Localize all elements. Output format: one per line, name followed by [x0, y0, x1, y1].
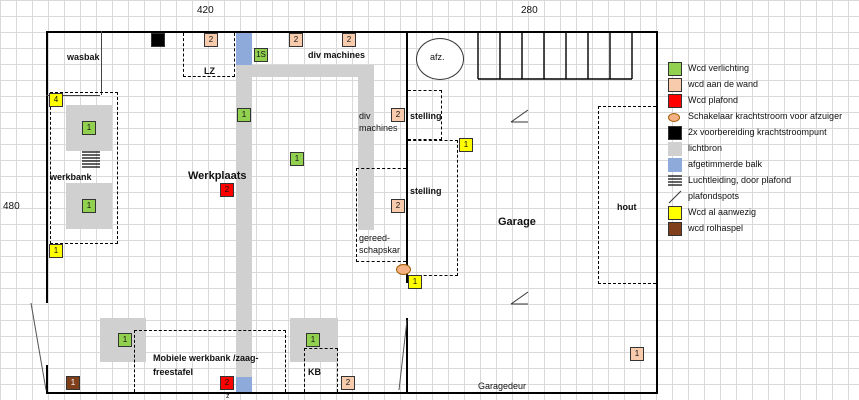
afzuiger-circle — [416, 38, 464, 80]
gereedschapskar-label: gereed- schapskar — [359, 233, 401, 255]
legend-label: afgetimmerde balk — [688, 159, 763, 169]
afzuiger-label: afz. — [430, 52, 445, 62]
wcd-verlichting-werkbank-top: 1 — [82, 121, 96, 135]
wasbak-label: wasbak — [67, 52, 100, 62]
wcd-verlichting-kb: 1 — [306, 333, 320, 347]
legend-label: Wcd verlichting — [688, 63, 750, 73]
dimension-left: 480 — [3, 201, 20, 212]
wall-middle-upper — [406, 31, 408, 283]
wasbak-divider — [46, 95, 100, 96]
wcd-verlichting-mobiele: 1 — [118, 333, 132, 347]
wall-right — [656, 31, 658, 394]
kb-area — [304, 348, 338, 392]
wcd-aanwezig-left: 1 — [49, 244, 63, 258]
wcd-wall-machines-side: 2 — [391, 199, 405, 213]
garage-label: Garage — [498, 216, 536, 228]
wall-left-upper — [46, 31, 48, 303]
werkplaats-label: Werkplaats — [188, 170, 247, 182]
wall-left-lower — [46, 365, 48, 394]
legend-swatch — [668, 142, 682, 156]
schakelaar-afzuiger — [396, 264, 411, 275]
wcd-rolhaspel: 1 — [66, 376, 80, 390]
door-swing-middle — [398, 319, 408, 391]
wcd-wall-stelling: 2 — [391, 108, 405, 122]
lichtbron-machines — [358, 65, 374, 230]
wall-middle-lower — [406, 318, 408, 394]
wcd-aanwezig-wasbak: 4 — [49, 93, 63, 107]
wcd-wall-kb: 2 — [341, 376, 355, 390]
bottom-marker: z — [226, 393, 230, 400]
door-swing-left — [30, 302, 47, 391]
legend-swatch — [668, 62, 682, 76]
legend-swatch — [668, 113, 680, 122]
wall-top — [46, 31, 658, 33]
legend-label: wcd rolhaspel — [688, 223, 744, 233]
gereedschapskar-area — [356, 168, 406, 262]
wcd-verlichting-center-1: 1 — [237, 108, 251, 122]
krachtstroom-box — [151, 33, 165, 47]
legend-swatch — [668, 158, 682, 172]
legend-swatch — [668, 206, 682, 220]
stelling-mid-label: stelling — [410, 186, 442, 196]
hout-area — [598, 106, 656, 284]
legend-label: Luchtleiding, door plafond — [688, 175, 792, 185]
wcd-aanwezig-garage-mid: 1 — [408, 275, 422, 289]
garagedeur-label: Garagedeur — [478, 381, 527, 391]
lichtbron-horizontal — [252, 65, 374, 77]
legend-label: plafondspots — [688, 191, 740, 201]
kb-label: KB — [308, 367, 321, 377]
wcd-verlichting-center-2: 1 — [290, 152, 304, 166]
legend-label: 2x voorbereiding krachtstroompunt — [688, 127, 827, 137]
legend-luchtleiding-icon — [668, 175, 682, 186]
wall-bottom — [46, 392, 658, 394]
wcd-plafond-bottom: 2 — [220, 376, 234, 390]
legend-label: wcd aan de wand — [688, 79, 759, 89]
legend-swatch — [668, 94, 682, 108]
stelling-mid-area — [408, 140, 458, 276]
wcd-wall-machines-1: 2 — [289, 33, 303, 47]
legend-label: Schakelaar krachtstroom voor afzuiger — [688, 111, 843, 121]
legend-plafondspot-icon — [668, 190, 682, 204]
lz-area — [183, 33, 235, 77]
legend-label: lichtbron — [688, 143, 723, 153]
luchtleiding-icon — [82, 151, 100, 168]
wcd-wall-machines-2: 2 — [342, 33, 356, 47]
wcd-wall-lz: 2 — [204, 33, 218, 47]
mobiele-werkbank-area — [134, 330, 286, 392]
div-machines-side-label: div machines — [359, 111, 398, 133]
wcd-plafond-center: 2 — [220, 183, 234, 197]
legend-swatch — [668, 126, 682, 140]
werkbank-label: werkbank — [50, 172, 92, 182]
legend-swatch — [668, 78, 682, 92]
lz-label: LZ — [204, 66, 215, 76]
plafondspot-bottom — [510, 291, 529, 305]
legend-label: Wcd al aanwezig — [688, 207, 757, 217]
mobiele-werkbank-label: Mobiele werkbank /zaag- freestafel — [153, 353, 259, 377]
legend-swatch — [668, 222, 682, 236]
dimension-top-left: 420 — [197, 5, 214, 16]
dimension-top-right: 280 — [521, 5, 538, 16]
wcd-verlichting-1s: 1S — [254, 48, 268, 62]
werkbank-area — [50, 92, 118, 244]
stelling-top-area — [408, 90, 442, 140]
stairs — [477, 33, 633, 80]
wcd-aanwezig-garage-top: 1 — [459, 138, 473, 152]
wcd-verlichting-werkbank-bottom: 1 — [82, 199, 96, 213]
plafondspot-top — [510, 109, 529, 123]
afgetimmerde-balk-bottom — [236, 377, 252, 392]
lichtbron-vertical — [236, 65, 252, 377]
hout-label: hout — [617, 202, 637, 212]
wasbak-wall — [101, 31, 102, 95]
wcd-wall-garage: 1 — [630, 347, 644, 361]
legend-label: Wcd plafond — [688, 95, 739, 105]
afgetimmerde-balk-top — [236, 33, 252, 65]
stelling-top-label: stelling — [410, 111, 442, 121]
div-machines-top-label: div machines — [308, 50, 366, 60]
